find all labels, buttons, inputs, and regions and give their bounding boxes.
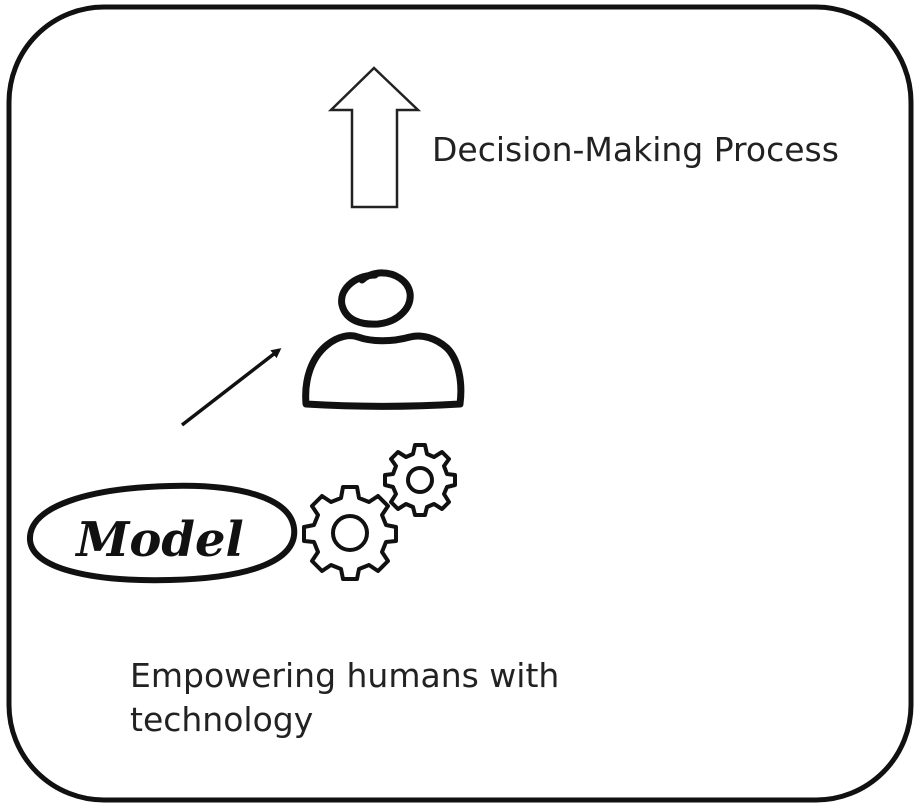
large-gear-icon	[302, 485, 398, 581]
diagonal-arrow-icon	[180, 348, 282, 427]
small-gear-icon	[383, 443, 457, 517]
model-label: Model	[74, 512, 243, 568]
model-badge: Model	[26, 482, 298, 584]
person-head	[338, 269, 414, 328]
up-arrow-icon	[327, 66, 422, 209]
frame-border	[6, 4, 914, 803]
model-ellipse	[26, 482, 298, 584]
person-icon	[302, 269, 465, 410]
empowering-caption: Empowering humans with technology	[130, 656, 560, 739]
decision-making-label: Decision-Making Process	[432, 130, 839, 169]
gears-icon	[302, 443, 457, 581]
person-body	[302, 332, 465, 410]
